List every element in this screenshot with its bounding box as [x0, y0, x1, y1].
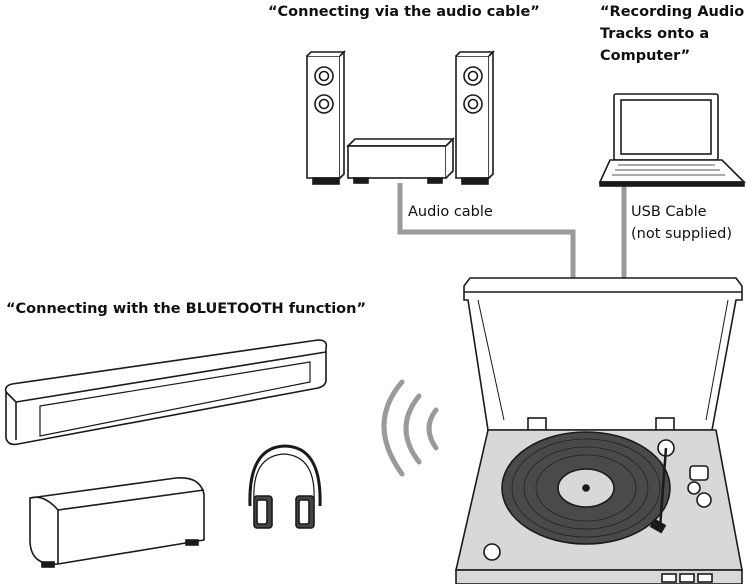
turntable-icon — [454, 277, 743, 584]
recording-section-caption-line1: “Recording Audio — [600, 4, 745, 20]
usb-cable-label-line2: (not supplied) — [631, 226, 733, 242]
recording-section-caption-line2: Tracks onto a — [600, 26, 710, 42]
soundbar-icon — [4, 339, 328, 446]
laptop-icon — [598, 93, 746, 187]
usb-cable-label-line1: USB Cable — [631, 204, 707, 220]
audio-cable-section-caption: “Connecting via the audio cable” — [268, 4, 540, 20]
audio-cable-label: Audio cable — [408, 204, 493, 220]
headphones-icon — [248, 444, 322, 529]
recording-section-caption-line3: Computer” — [600, 48, 691, 64]
speaker-icon — [455, 50, 495, 185]
audio-cable — [397, 183, 576, 280]
speaker-icon — [306, 50, 346, 185]
wireless-speaker-icon — [29, 477, 205, 568]
amplifier-icon — [346, 137, 455, 184]
bluetooth-waves-icon — [381, 379, 439, 477]
bluetooth-section-caption: “Connecting with the BLUETOOTH function” — [6, 301, 367, 317]
